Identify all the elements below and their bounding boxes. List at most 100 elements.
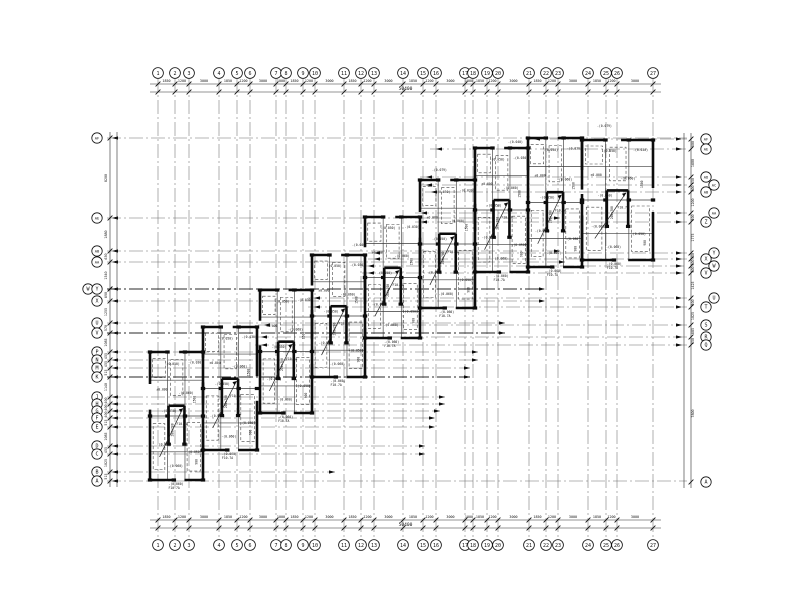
- grid-bubble-W: [708, 260, 720, 272]
- svg-text:1500: 1500: [355, 296, 359, 304]
- svg-text:1200: 1200: [305, 79, 313, 83]
- svg-text:455: 455: [104, 361, 108, 367]
- svg-text:19: 19: [484, 543, 490, 549]
- svg-text:-(0.060): -(0.060): [439, 310, 454, 314]
- grid-bubble-14: [397, 67, 409, 79]
- svg-text:-(0.030): -(0.030): [405, 225, 420, 229]
- svg-text:1850: 1850: [224, 79, 232, 83]
- svg-text:F10.7A: F10.7A: [230, 394, 241, 398]
- svg-text:350: 350: [691, 253, 695, 259]
- grid-bubble-10: [309, 539, 321, 551]
- svg-text:500: 500: [691, 214, 695, 220]
- grid-bubble-15: [417, 67, 429, 79]
- svg-text:18: 18: [470, 543, 476, 549]
- svg-text:S: S: [704, 323, 707, 329]
- svg-text:200x700: 200x700: [610, 206, 614, 219]
- svg-text:P: P: [95, 350, 98, 356]
- grid-bubble-20: [492, 67, 504, 79]
- svg-text:-(0.030): -(0.030): [513, 156, 528, 160]
- svg-text:15: 15: [420, 71, 426, 77]
- svg-text:-(0.060): -(0.060): [384, 340, 399, 344]
- svg-text:-(0.060): -(0.060): [494, 274, 509, 278]
- svg-text:1850: 1850: [290, 515, 298, 519]
- svg-text:±0.000: ±0.000: [372, 250, 383, 254]
- svg-text:1850: 1850: [290, 79, 298, 83]
- unit-module: -(0.050)-(0.030)±0.000-(0.060)1500-(0.05…: [200, 325, 260, 460]
- svg-text:50400: 50400: [399, 522, 413, 528]
- svg-text:1425: 1425: [691, 281, 695, 289]
- svg-text:AA: AA: [712, 212, 717, 216]
- left-axis: 8200188063015406901255570108545545551511…: [82, 132, 118, 487]
- svg-text:-(0.050): -(0.050): [271, 345, 286, 349]
- svg-text:400: 400: [691, 185, 695, 191]
- svg-text:3: 3: [187, 543, 190, 549]
- svg-text:K: K: [95, 375, 98, 381]
- svg-text:F10.7A: F10.7A: [339, 322, 350, 326]
- svg-text:1500: 1500: [571, 182, 575, 190]
- svg-text:1850: 1850: [593, 515, 601, 519]
- grid-bubble-13: [368, 539, 380, 551]
- svg-text:6: 6: [248, 543, 251, 549]
- svg-text:14: 14: [400, 543, 406, 549]
- svg-text:3000: 3000: [446, 79, 454, 83]
- svg-text:1200: 1200: [548, 79, 556, 83]
- svg-text:F10.7A: F10.7A: [448, 250, 459, 254]
- svg-text:1500: 1500: [246, 369, 250, 377]
- grid-bubble-16: [430, 67, 442, 79]
- svg-text:3000: 3000: [200, 515, 208, 519]
- svg-text:1850: 1850: [533, 515, 541, 519]
- grid-bubble-9: [297, 539, 309, 551]
- svg-text:12: 12: [358, 71, 364, 77]
- svg-text:-(0.060): -(0.060): [591, 225, 606, 229]
- svg-text:1200: 1200: [239, 79, 247, 83]
- svg-text:F10.7A: F10.7A: [494, 278, 505, 282]
- grid-bubble-AE: [91, 212, 103, 224]
- svg-text:Y: Y: [95, 287, 98, 293]
- svg-text:-(0.050): -(0.050): [215, 382, 230, 386]
- unit-module: -(0.050)-(0.030)±0.000-(0.060)1500-(0.05…: [147, 350, 206, 490]
- svg-text:C: C: [95, 452, 98, 458]
- grid-bubble-9: [297, 67, 309, 79]
- grid-bubble-C: [91, 448, 103, 460]
- svg-text:22: 22: [543, 543, 549, 549]
- svg-text:±0.000: ±0.000: [156, 387, 167, 391]
- svg-text:1850: 1850: [476, 515, 484, 519]
- svg-text:F10.7A: F10.7A: [393, 283, 404, 287]
- svg-text:3000: 3000: [509, 515, 517, 519]
- svg-text:570: 570: [104, 325, 108, 331]
- svg-text:7800: 7800: [691, 409, 695, 417]
- grid-bubble-1: [152, 67, 164, 79]
- svg-text:-(0.050): -(0.050): [162, 409, 177, 413]
- svg-text:1500: 1500: [302, 332, 306, 340]
- svg-text:1200: 1200: [488, 515, 496, 519]
- svg-text:1200: 1200: [305, 515, 313, 519]
- svg-text:-(0.050): -(0.050): [403, 310, 418, 314]
- svg-text:-(0.060): -(0.060): [547, 269, 562, 273]
- plan-modules: -(0.050) -(0.030) ±0.000 -(0.060) 1500 -(0.05…: [147, 136, 656, 490]
- svg-text:-(0.060): -(0.060): [278, 415, 293, 419]
- svg-text:1140: 1140: [104, 383, 108, 391]
- svg-text:515: 515: [104, 419, 108, 425]
- svg-text:24: 24: [585, 71, 591, 77]
- svg-text:F10.7A: F10.7A: [384, 344, 395, 348]
- grid-bubble-X: [700, 253, 712, 265]
- svg-text:-(0.060): -(0.060): [179, 391, 194, 395]
- svg-text:G: G: [95, 409, 98, 415]
- svg-text:-(0.060): -(0.060): [493, 257, 508, 261]
- svg-text:N: N: [95, 358, 98, 364]
- grid-bubble-6: [244, 67, 256, 79]
- svg-text:1200: 1200: [548, 515, 556, 519]
- svg-text:1850: 1850: [224, 515, 232, 519]
- svg-text:-(0.030): -(0.030): [350, 263, 365, 267]
- svg-text:3000: 3000: [569, 515, 577, 519]
- svg-text:7: 7: [274, 543, 277, 549]
- svg-text:27: 27: [650, 71, 656, 77]
- svg-text:-(0.050): -(0.050): [275, 299, 290, 303]
- svg-text:21: 21: [526, 71, 532, 77]
- svg-text:±0.000: ±0.000: [427, 215, 438, 219]
- svg-text:15: 15: [420, 543, 426, 549]
- svg-text:D: D: [95, 444, 98, 450]
